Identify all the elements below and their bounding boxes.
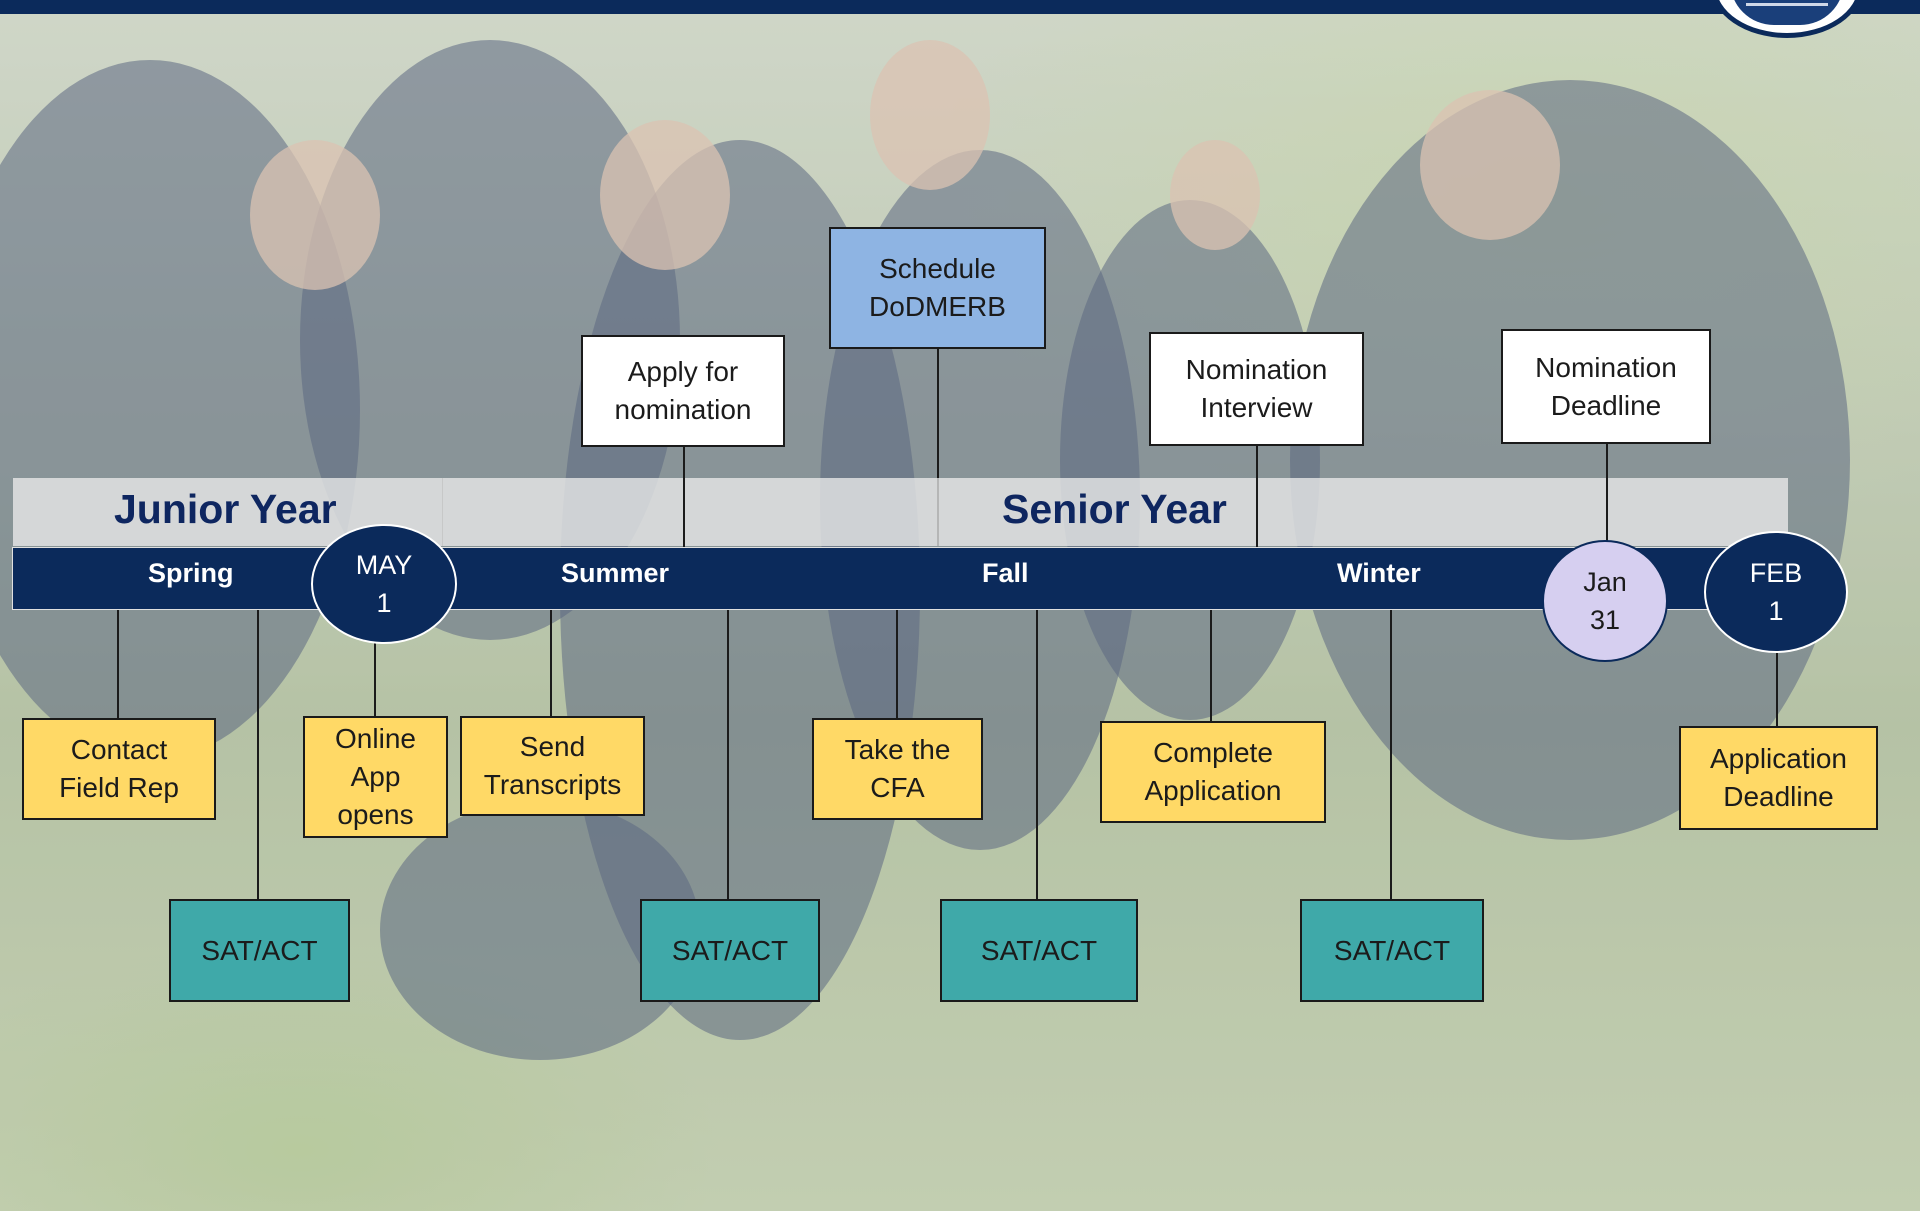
contact-field-rep-box: Contact Field Rep [22,718,216,820]
sat-act-box: SAT/ACT [640,899,820,1002]
connector-line [896,610,898,719]
season-fall: Fall [982,558,1029,588]
online-app-opens-box: Online App opens [303,716,448,838]
photo-face [1420,90,1560,240]
photo-figure [1060,200,1320,720]
nomination-deadline-box: Nomination Deadline [1501,329,1711,444]
apply-for-nomination-box: Apply for nomination [581,335,785,447]
photo-face [250,140,380,290]
schedule-dodmerb-box: Schedule DoDMERB [829,227,1046,349]
connector-line [1606,442,1608,558]
photo-face [600,120,730,270]
application-deadline-box: Application Deadline [1679,726,1878,830]
junior-year-label: Junior Year [114,486,337,532]
photo-face [870,40,990,190]
sat-act-box: SAT/ACT [940,899,1138,1002]
connector-line [937,347,939,478]
seal-ring-text [1746,3,1828,6]
season-spring: Spring [148,558,234,588]
season-winter: Winter [1337,558,1421,588]
connector-line [117,610,119,719]
connector-line [727,610,729,902]
connector-line [1210,610,1212,722]
connector-line [257,610,259,902]
connector-line [550,610,552,717]
connector-line [1256,444,1258,572]
year-band-divider [937,478,939,546]
timeline-bar [12,547,1789,610]
sat-act-box: SAT/ACT [1300,899,1484,1002]
connector-line [374,634,376,718]
year-band-divider [442,478,443,546]
send-transcripts-box: Send Transcripts [460,716,645,816]
marker-jan-31: Jan 31 [1542,540,1668,662]
marker-may-1: MAY 1 [311,524,457,644]
complete-application-box: Complete Application [1100,721,1326,823]
sat-act-box: SAT/ACT [169,899,350,1002]
season-summer: Summer [561,558,670,588]
connector-line [683,446,685,548]
connector-line [1036,610,1038,902]
header-bar [0,0,1920,14]
nomination-interview-box: Nomination Interview [1149,332,1364,446]
connector-line [1776,641,1778,727]
year-band [13,478,1788,546]
photo-figure [1290,80,1850,840]
marker-feb-1: FEB 1 [1704,531,1848,653]
take-the-cfa-box: Take the CFA [812,718,983,820]
photo-face [1170,140,1260,250]
senior-year-label: Senior Year [1002,486,1227,532]
connector-line [1390,610,1392,902]
